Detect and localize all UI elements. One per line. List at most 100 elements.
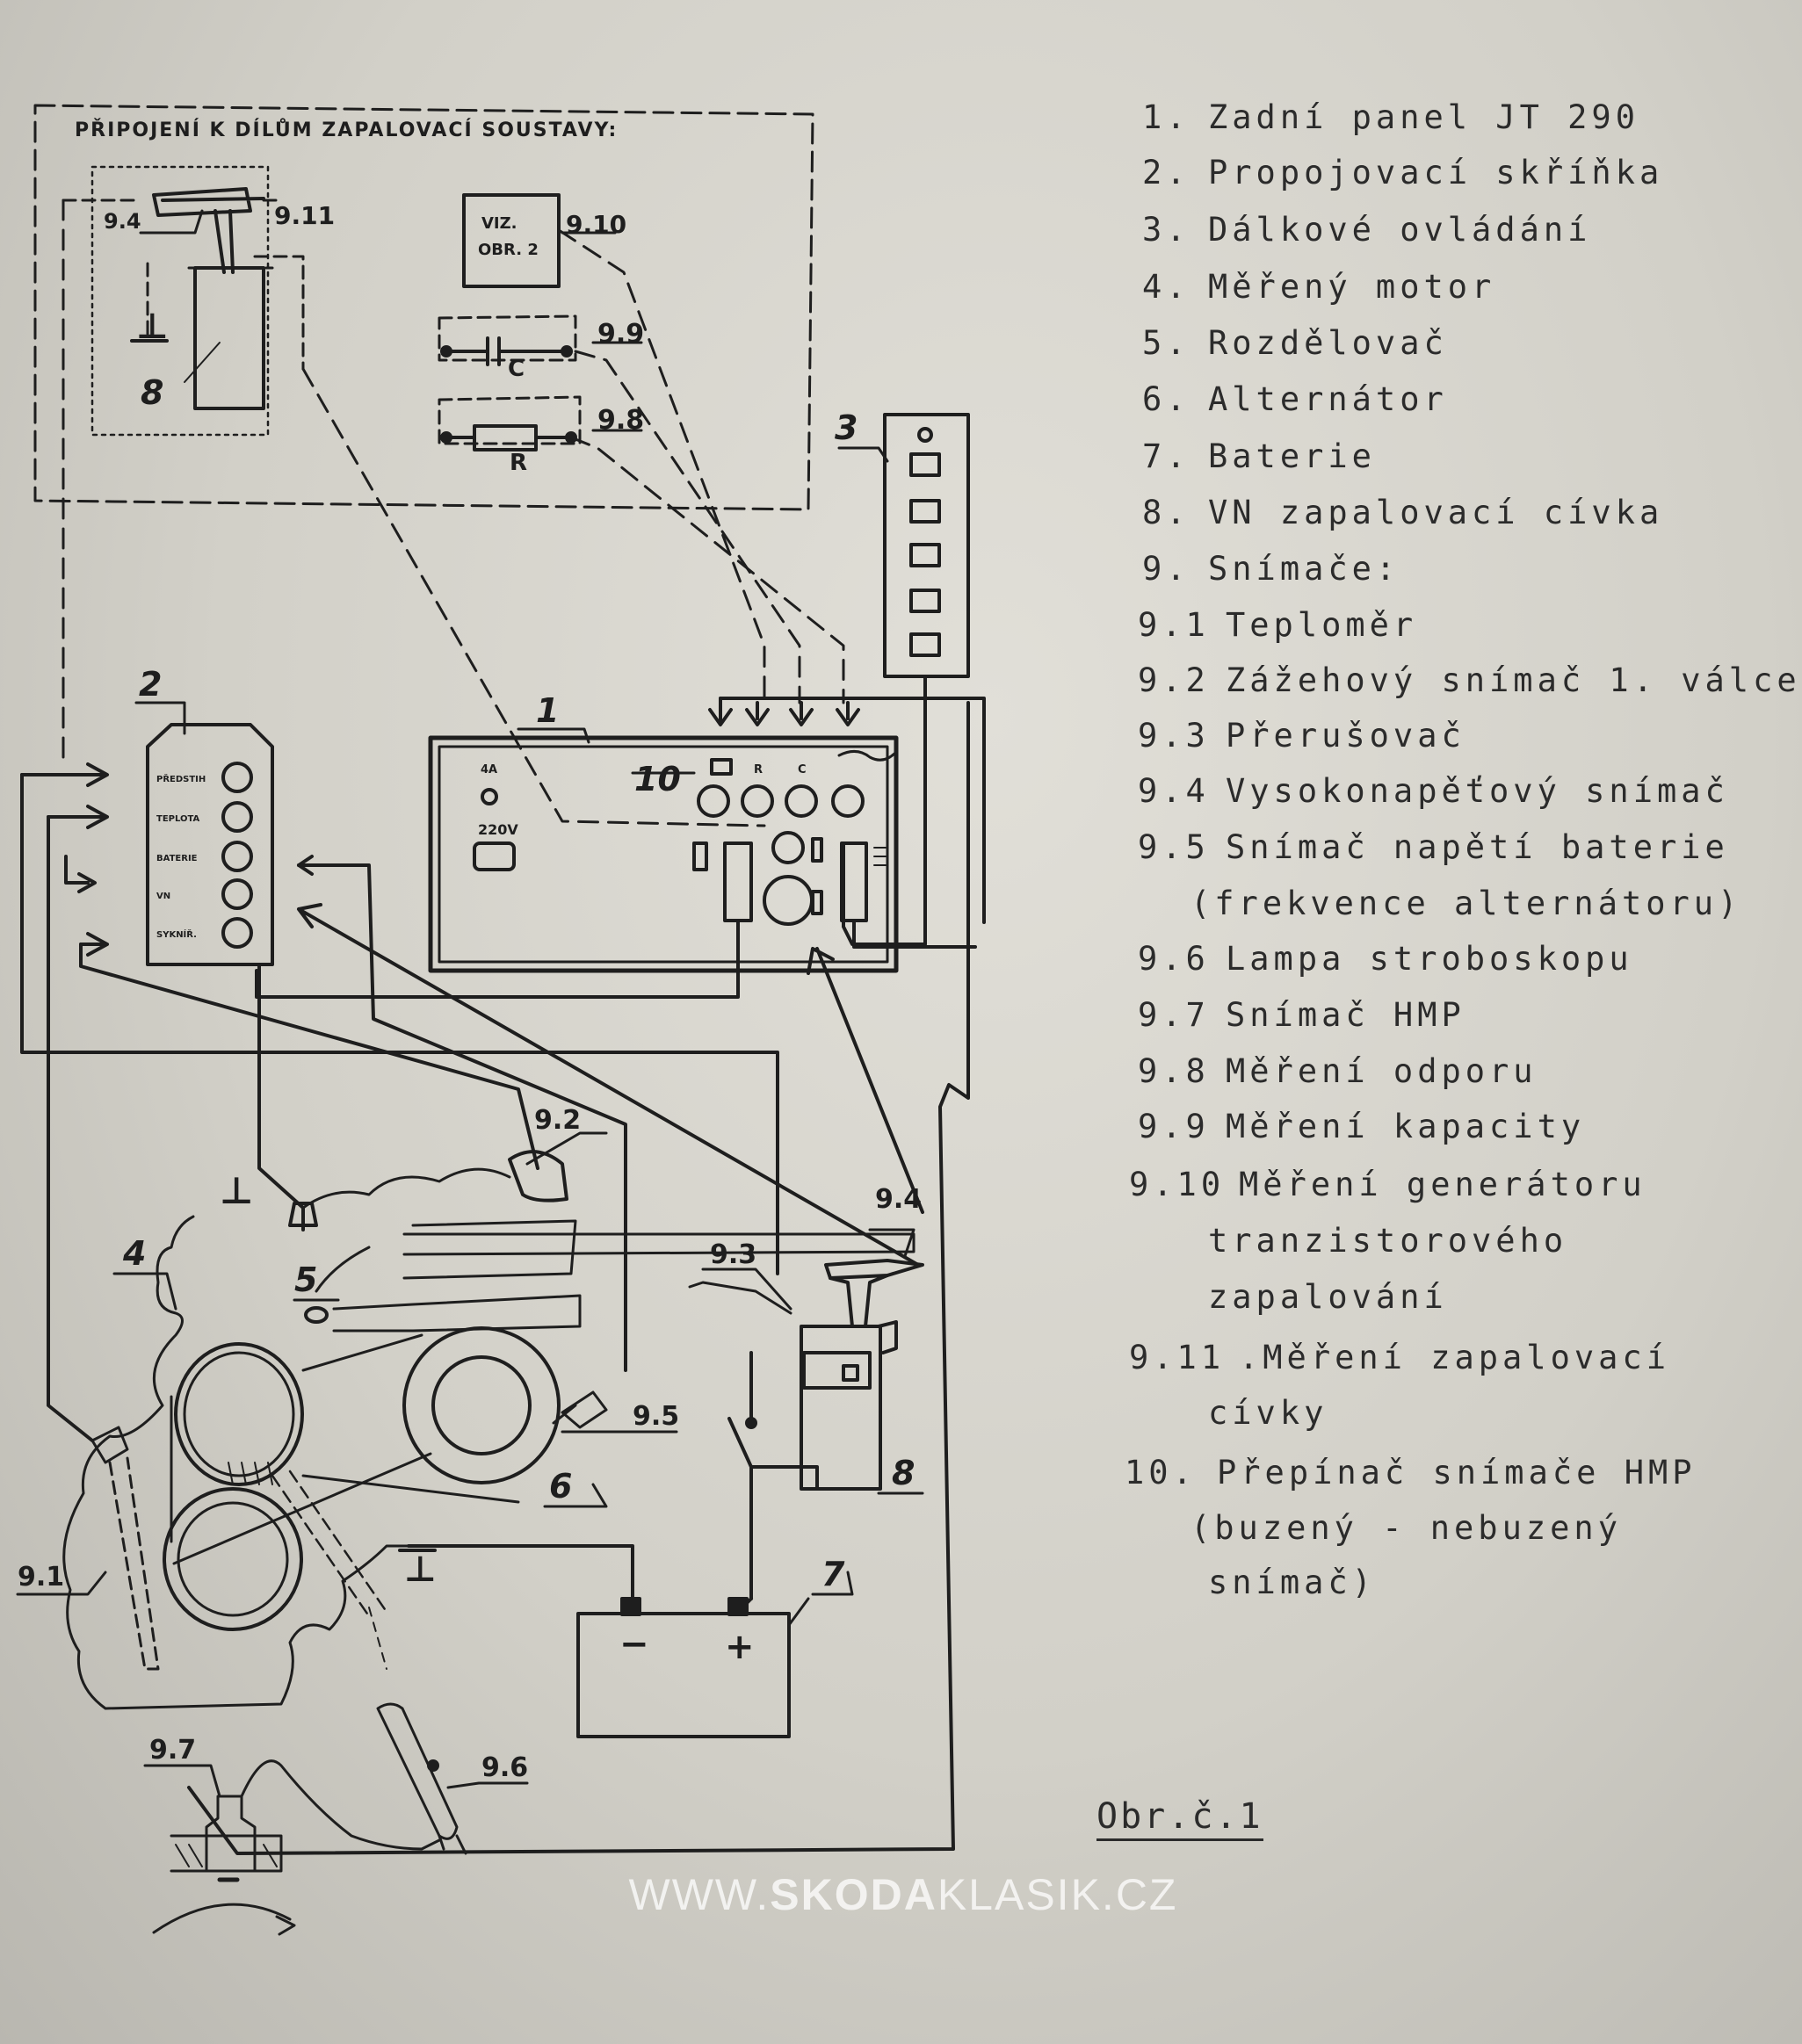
legend-item-text: Zážehový snímač 1. válce <box>1226 661 1801 699</box>
legend-item-number: 4. <box>1142 268 1190 306</box>
legend-item: 5. Rozdělovač <box>1142 324 1448 362</box>
legend-item-number: 7. <box>1142 437 1190 475</box>
legend-item-text: (buzený - nebuzený <box>1190 1509 1622 1547</box>
callout-8: 8 <box>892 1454 915 1492</box>
legend-item: tranzistorového <box>1208 1222 1567 1260</box>
box2-row-5: SYKNÍŘ. <box>156 928 197 940</box>
battery-plus: + <box>725 1627 755 1667</box>
legend-item-text: Snímač HMP <box>1226 996 1465 1034</box>
watermark: WWW.SKODAKLASIK.CZ <box>587 1869 1219 1920</box>
legend-item-number: 9.3 <box>1138 717 1210 755</box>
legend-item-number: 9.1 <box>1138 606 1210 644</box>
legend-item-text: Teploměr <box>1226 606 1418 644</box>
callout-9-5: 9.5 <box>633 1401 679 1432</box>
legend-item: 1. Zadní panel JT 290 <box>1142 98 1639 136</box>
figure-caption: Obr.č.1 <box>1096 1796 1263 1841</box>
legend-item: (buzený - nebuzený <box>1190 1509 1622 1547</box>
ground-symbol-battery: ⊥ <box>404 1549 437 1590</box>
legend-item-number: 9.5 <box>1138 828 1210 866</box>
legend-item: 4.Měřený motor <box>1142 268 1495 306</box>
resistor-box <box>438 395 582 445</box>
coil-dotted-box <box>90 165 270 437</box>
watermark-prefix: WWW. <box>628 1870 771 1919</box>
callout-9-6: 9.6 <box>481 1752 528 1783</box>
legend-item: (frekvence alternátoru) <box>1190 885 1741 922</box>
callout-9-10: 9.10 <box>566 210 626 239</box>
legend-item-text: Měření generátoru <box>1239 1166 1646 1203</box>
res-letter: R <box>510 450 527 476</box>
legend-item-text: cívky <box>1208 1394 1328 1432</box>
legend-item-text: Zadní panel JT 290 <box>1208 98 1639 136</box>
callout-9-1: 9.1 <box>18 1562 64 1593</box>
legend-item-number: 6. <box>1142 380 1190 418</box>
legend-item-text: Dálkové ovládání <box>1208 211 1592 249</box>
callout-9-4: 9.4 <box>875 1184 922 1215</box>
legend-item-number: 9. <box>1142 550 1190 588</box>
panel-r-label: R <box>754 763 763 776</box>
callout-9-11: 9.11 <box>274 201 335 230</box>
box2-row-1: PŘEDSTIH <box>156 773 206 784</box>
legend-item: 9.Snímače: <box>1142 550 1400 588</box>
callout-8-top: 8 <box>141 373 163 412</box>
legend-item-number: 8. <box>1142 494 1190 531</box>
rear-panel-jt290 <box>428 735 899 973</box>
legend-item: 9.2 Zážehový snímač 1. válce <box>1138 661 1801 699</box>
legend-item: 3. Dálkové ovládání <box>1142 211 1591 249</box>
legend-item-number: 9.7 <box>1138 996 1210 1034</box>
callout-10: 10 <box>634 760 681 798</box>
legend-item-text: Měření odporu <box>1226 1052 1538 1090</box>
legend-item-number: 9.6 <box>1138 940 1210 978</box>
legend-item-text: Měření kapacity <box>1226 1108 1586 1145</box>
frame-title: PŘIPOJENÍ K DÍLŮM ZAPALOVACÍ SOUSTAVY: <box>75 119 618 141</box>
legend-item-text: Přepínač snímače HMP <box>1217 1454 1697 1491</box>
callout-4: 4 <box>122 1234 146 1273</box>
legend-item: 9.3 Přerušovač <box>1138 717 1465 755</box>
legend-item-text: (frekvence alternátoru) <box>1190 885 1742 922</box>
legend-item-text: VN zapalovací cívka <box>1208 494 1664 531</box>
legend-item: cívky <box>1208 1394 1328 1432</box>
ground-symbol-engine: ⊥ <box>220 1169 253 1212</box>
legend-item: 9.8 Měření odporu <box>1138 1052 1538 1090</box>
panel-volt-label: 220V <box>478 821 518 838</box>
panel-ampere-label: 4A <box>481 763 497 776</box>
engine-outline <box>62 1215 432 1710</box>
hv-probe-top <box>152 187 265 217</box>
legend-item-text: Rozdělovač <box>1208 324 1448 362</box>
legend-item: 7. Baterie <box>1142 437 1376 475</box>
legend-item-text: Snímač napětí baterie <box>1226 828 1729 866</box>
legend-item-number: 9.8 <box>1138 1052 1210 1090</box>
callout-1: 1 <box>536 691 559 730</box>
legend-item-number: 5. <box>1142 324 1190 362</box>
legend-item: 10.Přepínač snímače HMP <box>1125 1454 1697 1491</box>
legend-item-number: 3. <box>1142 211 1190 249</box>
callout-6: 6 <box>549 1467 572 1506</box>
legend-item-number: 1. <box>1142 98 1190 136</box>
callout-5: 5 <box>294 1260 317 1299</box>
legend-item-number: 9.4 <box>1138 772 1210 810</box>
panel-c-label: C <box>798 763 807 776</box>
legend-item: 8. VN zapalovací cívka <box>1142 494 1663 531</box>
legend-item: snímač) <box>1208 1564 1376 1601</box>
legend-item-text: Lampa stroboskopu <box>1226 940 1633 978</box>
watermark-suffix: KLASIK.CZ <box>937 1870 1178 1919</box>
legend-item-number: 2. <box>1142 154 1190 191</box>
legend-item-text: tranzistorového <box>1208 1222 1568 1260</box>
legend-item-text: Přerušovač <box>1226 717 1465 755</box>
box2-row-2: TEPLOTA <box>156 814 200 824</box>
callout-2: 2 <box>139 665 162 704</box>
box2-row-3: BATERIE <box>156 854 198 863</box>
legend-item-number: 9.2 <box>1138 661 1210 699</box>
junction-box-2 <box>146 723 274 966</box>
legend-item: 9.7 Snímač HMP <box>1138 996 1465 1034</box>
callout-9-8: 9.8 <box>597 405 644 436</box>
legend-item-text: Propojovací skříňka <box>1208 154 1664 191</box>
callout-9-7: 9.7 <box>149 1735 196 1766</box>
legend-item-text: .Měření zapalovací <box>1239 1339 1670 1376</box>
legend-item-text: Baterie <box>1208 437 1376 475</box>
callout-3: 3 <box>835 408 858 447</box>
